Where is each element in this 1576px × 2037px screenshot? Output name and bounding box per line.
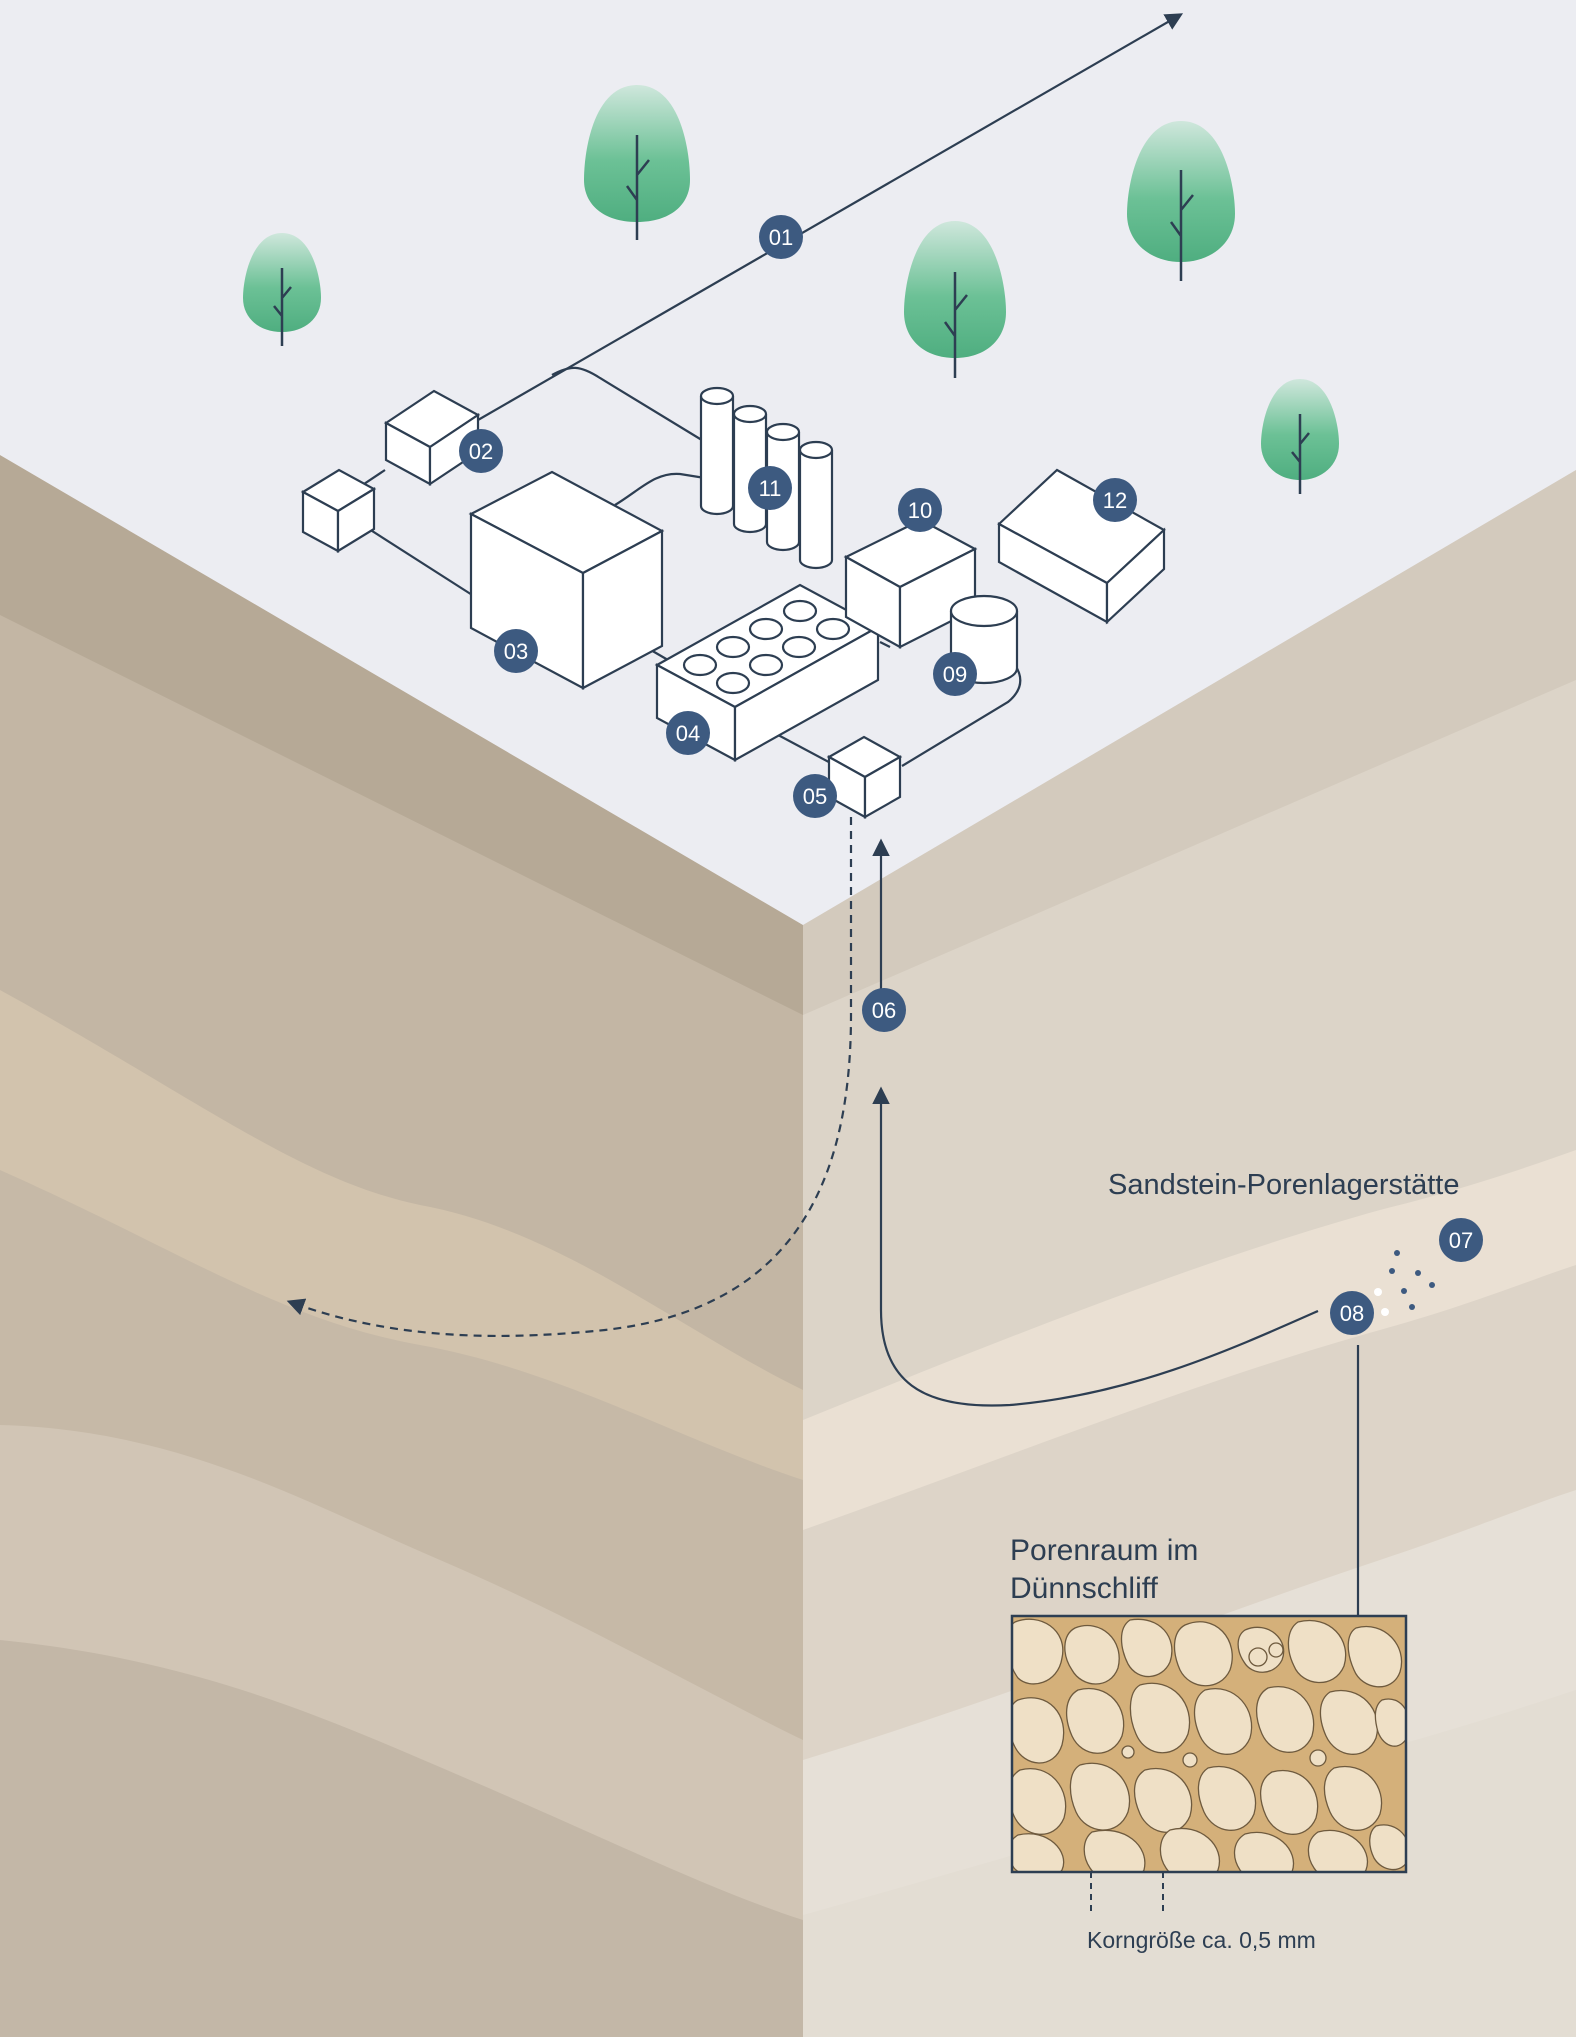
svg-text:11: 11 bbox=[759, 476, 782, 501]
svg-text:10: 10 bbox=[908, 498, 932, 523]
thin-section-label-line2: Dünnschliff bbox=[1010, 1572, 1159, 1605]
marker-01: 01 bbox=[759, 215, 803, 259]
svg-text:06: 06 bbox=[872, 998, 896, 1023]
marker-07: 07 bbox=[1439, 1218, 1483, 1262]
compressor-box-icon bbox=[383, 389, 481, 487]
cooling-fans-icon bbox=[654, 583, 881, 762]
marker-12: 12 bbox=[1093, 478, 1137, 522]
grain-size-label: Korngröße ca. 0,5 mm bbox=[1087, 1927, 1316, 1953]
building-icon bbox=[997, 468, 1166, 625]
tree-icon bbox=[243, 233, 321, 346]
thin-section-label-line1: Porenraum im bbox=[1010, 1534, 1198, 1567]
small-unit-icon bbox=[300, 468, 377, 553]
reservoir-dots bbox=[1374, 1250, 1435, 1316]
grain-size-guides bbox=[1090, 1872, 1164, 1912]
production-line bbox=[879, 1309, 1319, 1407]
left-strata bbox=[0, 455, 803, 2037]
svg-text:09: 09 bbox=[943, 662, 967, 687]
svg-text:05: 05 bbox=[803, 784, 827, 809]
marker-11: 11 bbox=[748, 466, 792, 510]
marker-05: 05 bbox=[793, 774, 837, 818]
export-pipeline bbox=[477, 13, 1184, 421]
process-block-icon bbox=[468, 470, 665, 690]
injection-line bbox=[286, 817, 853, 1337]
tree-icon bbox=[904, 221, 1006, 378]
marker-10: 10 bbox=[898, 488, 942, 532]
marker-03: 03 bbox=[494, 629, 538, 673]
svg-text:02: 02 bbox=[469, 439, 493, 464]
thin-section-image bbox=[1010, 1614, 1408, 1874]
tree-icon bbox=[1261, 379, 1339, 494]
svg-text:08: 08 bbox=[1340, 1301, 1364, 1326]
marker-09: 09 bbox=[933, 652, 977, 696]
valve-box-icon bbox=[826, 735, 903, 819]
marker-08: 08 bbox=[1330, 1291, 1374, 1335]
tree-icon bbox=[584, 85, 690, 240]
svg-text:12: 12 bbox=[1103, 488, 1127, 513]
reservoir-label: Sandstein-Porenlagerstätte bbox=[1108, 1169, 1459, 1201]
svg-text:03: 03 bbox=[504, 639, 528, 664]
marker-02: 02 bbox=[459, 429, 503, 473]
marker-06: 06 bbox=[862, 988, 906, 1032]
svg-text:01: 01 bbox=[769, 225, 793, 250]
marker-04: 04 bbox=[666, 711, 710, 755]
svg-text:07: 07 bbox=[1449, 1228, 1473, 1253]
tree-icon bbox=[1127, 121, 1235, 281]
wellbores bbox=[286, 817, 1360, 1618]
separator-unit-icon bbox=[843, 518, 978, 649]
svg-text:04: 04 bbox=[676, 721, 700, 746]
